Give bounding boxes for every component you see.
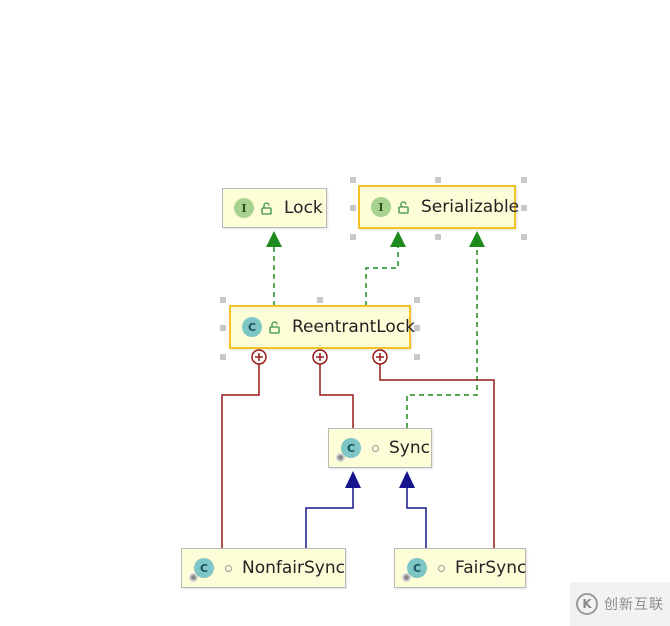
resize-handle[interactable] (350, 205, 356, 211)
resize-handle[interactable] (350, 234, 356, 240)
interface-icon: I (234, 198, 254, 218)
node-nonfairsync[interactable]: C NonfairSync (181, 548, 346, 588)
package-private-icon (372, 444, 379, 452)
arrowhead-sync-left (345, 471, 361, 488)
node-reentrantlock[interactable]: C ReentrantLock (229, 305, 415, 349)
resize-handle[interactable] (414, 297, 420, 303)
node-label: FairSync (455, 558, 527, 578)
circle-plus-icon (372, 349, 388, 365)
abstract-class-badge: C (189, 558, 214, 582)
edge-reentrantlock-serializable (365, 247, 399, 306)
edge-fairsync-reentrantlock (379, 364, 495, 548)
resize-handle[interactable] (220, 297, 226, 303)
resize-handle[interactable] (521, 234, 527, 240)
abstract-gear-icon (189, 573, 198, 582)
resize-handle[interactable] (414, 354, 420, 360)
resize-handle[interactable] (414, 325, 420, 331)
node-label: Lock (284, 198, 323, 218)
edge-fairsync-sync (406, 488, 427, 548)
node-lock[interactable]: I Lock (222, 188, 327, 228)
edge-sync-serializable (406, 247, 478, 428)
arrowhead-serializable-right (469, 231, 485, 247)
watermark-text: 创新互联 (604, 597, 664, 613)
class-icon: C (194, 558, 214, 578)
node-label: Sync (389, 438, 430, 458)
interface-icon: I (371, 197, 391, 217)
watermark-logo-icon: K (576, 593, 598, 615)
resize-handle[interactable] (435, 177, 441, 183)
unlocked-icon (398, 201, 409, 214)
resize-handle[interactable] (220, 325, 226, 331)
resize-handle[interactable] (317, 297, 323, 303)
circle-plus-icon (312, 349, 328, 365)
abstract-class-badge: C (402, 558, 427, 582)
resize-handle[interactable] (435, 234, 441, 240)
resize-handle[interactable] (521, 177, 527, 183)
class-icon: C (341, 438, 361, 458)
node-fairsync[interactable]: C FairSync (394, 548, 526, 588)
unlocked-icon (269, 321, 280, 334)
node-serializable[interactable]: I Serializable (358, 185, 520, 229)
abstract-class-badge: C (336, 438, 361, 462)
edge-sync-reentrantlock (319, 364, 354, 428)
resize-handle[interactable] (521, 205, 527, 211)
node-label: NonfairSync (242, 558, 345, 578)
node-label: ReentrantLock (292, 317, 416, 337)
arrowhead-serializable-left (390, 231, 406, 247)
class-icon: C (242, 317, 262, 337)
package-private-icon (225, 564, 232, 572)
resize-handle[interactable] (350, 177, 356, 183)
class-icon: C (407, 558, 427, 578)
unlocked-icon (261, 202, 272, 215)
abstract-gear-icon (336, 453, 345, 462)
circle-plus-icon (251, 349, 267, 365)
arrowhead-lock (266, 231, 282, 247)
edge-nonfairsync-reentrantlock (221, 364, 260, 548)
node-sync[interactable]: C Sync (328, 428, 432, 468)
arrowhead-sync-right (399, 471, 415, 488)
package-private-icon (438, 564, 445, 572)
watermark: K 创新互联 (570, 582, 670, 626)
edge-nonfairsync-sync (305, 488, 354, 548)
resize-handle[interactable] (220, 354, 226, 360)
node-label: Serializable (421, 197, 520, 217)
abstract-gear-icon (402, 573, 411, 582)
